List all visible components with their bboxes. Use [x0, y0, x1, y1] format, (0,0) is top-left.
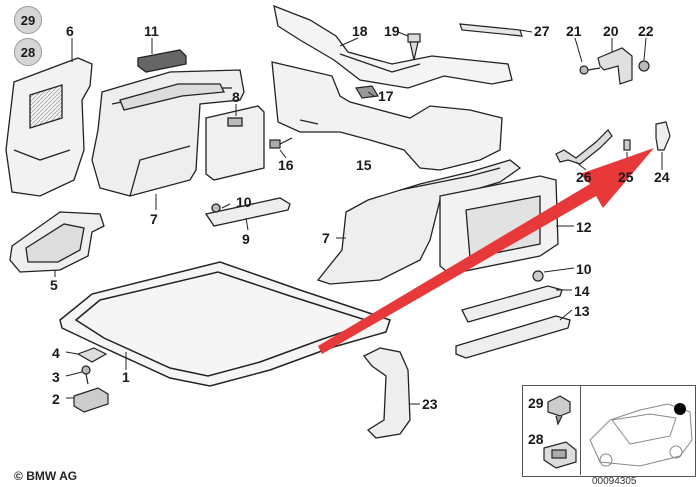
- label-6: 6: [66, 23, 74, 39]
- part-19-clip: [407, 33, 421, 61]
- label-11: 11: [144, 23, 159, 39]
- label-12: 12: [576, 219, 592, 235]
- circled-label-29: 29: [14, 6, 42, 34]
- part-26-cable: [555, 129, 613, 165]
- label-22: 22: [638, 23, 654, 39]
- label-18: 18: [352, 23, 368, 39]
- part-17-grommet: [355, 85, 379, 99]
- label-14: 14: [574, 283, 590, 299]
- part-22-nut: [638, 60, 650, 72]
- part-11-pad: [137, 49, 187, 73]
- part-1-floor-mat: [59, 261, 391, 387]
- part-2-bracket: [73, 387, 109, 413]
- label-15: 15: [356, 157, 372, 173]
- part-5-tray: [9, 211, 105, 273]
- label-7-lower: 7: [322, 230, 330, 246]
- label-10-lower: 10: [576, 261, 592, 277]
- copyright-brand: © BMW AG: [14, 469, 78, 483]
- label-3: 3: [52, 369, 60, 385]
- label-23: 23: [422, 396, 438, 412]
- part-27-pad: [459, 23, 523, 37]
- label-27: 27: [534, 23, 550, 39]
- part-6-trim-panel: [5, 57, 93, 197]
- part-12-panel: [439, 175, 559, 275]
- label-4: 4: [52, 345, 60, 361]
- inset-frame: [522, 385, 696, 477]
- part-7-upper-trim: [91, 69, 245, 197]
- part-21-screw: [579, 65, 601, 75]
- label-16: 16: [278, 157, 294, 173]
- label-24: 24: [654, 169, 670, 185]
- label-20: 20: [603, 23, 619, 39]
- part-25-pin: [623, 139, 631, 151]
- part-8-panel: [205, 105, 265, 181]
- part-18-strip: [273, 4, 513, 89]
- part-3-bolt: [81, 365, 91, 385]
- label-10-upper: 10: [236, 194, 252, 210]
- inset-label-29: 29: [528, 395, 544, 411]
- label-17: 17: [378, 88, 394, 104]
- label-9: 9: [242, 231, 250, 247]
- brand-name: BMW AG: [26, 469, 78, 483]
- part-14-strip: [461, 285, 563, 323]
- label-8: 8: [232, 89, 240, 105]
- label-5: 5: [50, 277, 58, 293]
- label-13: 13: [574, 303, 590, 319]
- label-25: 25: [618, 169, 634, 185]
- part-4-plate: [76, 347, 108, 363]
- part-9-rail: [204, 197, 291, 227]
- diagram-code: 00094305: [592, 476, 637, 487]
- part-10-nut: [532, 270, 544, 282]
- part-13-strip: [455, 315, 571, 359]
- part-24-clip: [655, 121, 671, 151]
- label-19: 19: [384, 23, 400, 39]
- direction-arrow: [318, 148, 654, 354]
- label-7-upper: 7: [150, 211, 158, 227]
- label-2: 2: [52, 391, 60, 407]
- circled-label-28: 28: [14, 38, 42, 66]
- label-26: 26: [576, 169, 592, 185]
- label-1: 1: [122, 369, 130, 385]
- part-23-bracket: [362, 347, 411, 439]
- part-20-bracket: [597, 47, 633, 85]
- leader-lines: [54, 29, 663, 405]
- part-15-rear-panel: [271, 61, 503, 171]
- inset-label-28: 28: [528, 431, 544, 447]
- part-16-screw: [269, 137, 293, 149]
- inset-divider: [580, 385, 581, 475]
- label-21: 21: [566, 23, 582, 39]
